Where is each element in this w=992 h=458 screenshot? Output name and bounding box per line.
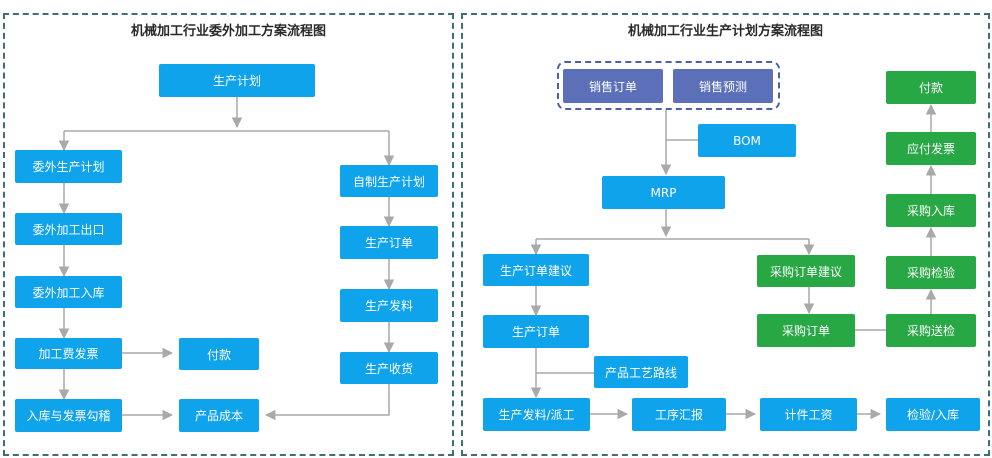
node-product-cost[interactable]: 产品成本 (179, 399, 259, 432)
node-purchase-order[interactable]: 采购订单 (757, 314, 855, 347)
node-purchase-inspection[interactable]: 采购检验 (886, 256, 976, 289)
node-issue-dispatch[interactable]: 生产发料/派工 (483, 398, 590, 431)
node-inbound-invoice-check[interactable]: 入库与发票勾稽 (15, 399, 122, 432)
node-process-report[interactable]: 工序汇报 (632, 398, 726, 431)
node-purchase-delivery-inspection[interactable]: 采购送检 (886, 314, 976, 347)
node-purchase-order-suggestion[interactable]: 采购订单建议 (757, 255, 855, 287)
node-self-plan[interactable]: 自制生产计划 (340, 165, 438, 197)
node-inspection-inbound[interactable]: 检验/入库 (886, 398, 980, 431)
left-title: 机械加工行业委外加工方案流程图 (130, 24, 326, 39)
node-outsource-out[interactable]: 委外加工出口 (15, 213, 122, 245)
node-sales-forecast[interactable]: 销售预测 (673, 69, 773, 103)
node-production-order-left[interactable]: 生产订单 (340, 226, 438, 259)
node-process-route[interactable]: 产品工艺路线 (594, 356, 688, 388)
node-sales-order[interactable]: 销售订单 (563, 69, 663, 103)
conn-receipt-cost (264, 384, 390, 421)
node-material-issue[interactable]: 生产发料 (340, 289, 438, 322)
node-payment-left[interactable]: 付款 (179, 338, 259, 370)
node-bom[interactable]: BOM (698, 124, 796, 157)
node-outsource-plan[interactable]: 委外生产计划 (15, 150, 122, 183)
sales-group (557, 61, 780, 110)
node-production-order-suggestion[interactable]: 生产订单建议 (483, 254, 589, 286)
left-panel (3, 13, 454, 456)
node-purchase-inbound[interactable]: 采购入库 (886, 194, 976, 227)
node-mrp[interactable]: MRP (602, 176, 725, 209)
node-payment-right[interactable]: 付款 (886, 71, 976, 104)
node-payable-invoice[interactable]: 应付发票 (886, 132, 976, 165)
node-outsource-in[interactable]: 委外加工入库 (15, 276, 122, 308)
node-processing-invoice[interactable]: 加工费发票 (15, 338, 122, 369)
node-production-order-right[interactable]: 生产订单 (483, 315, 589, 348)
right-title: 机械加工行业生产计划方案流程图 (627, 24, 823, 39)
node-piece-wage[interactable]: 计件工资 (760, 398, 857, 431)
right-panel (461, 13, 990, 456)
node-production-receipt[interactable]: 生产收货 (340, 352, 438, 384)
node-production-plan[interactable]: 生产计划 (159, 64, 315, 97)
